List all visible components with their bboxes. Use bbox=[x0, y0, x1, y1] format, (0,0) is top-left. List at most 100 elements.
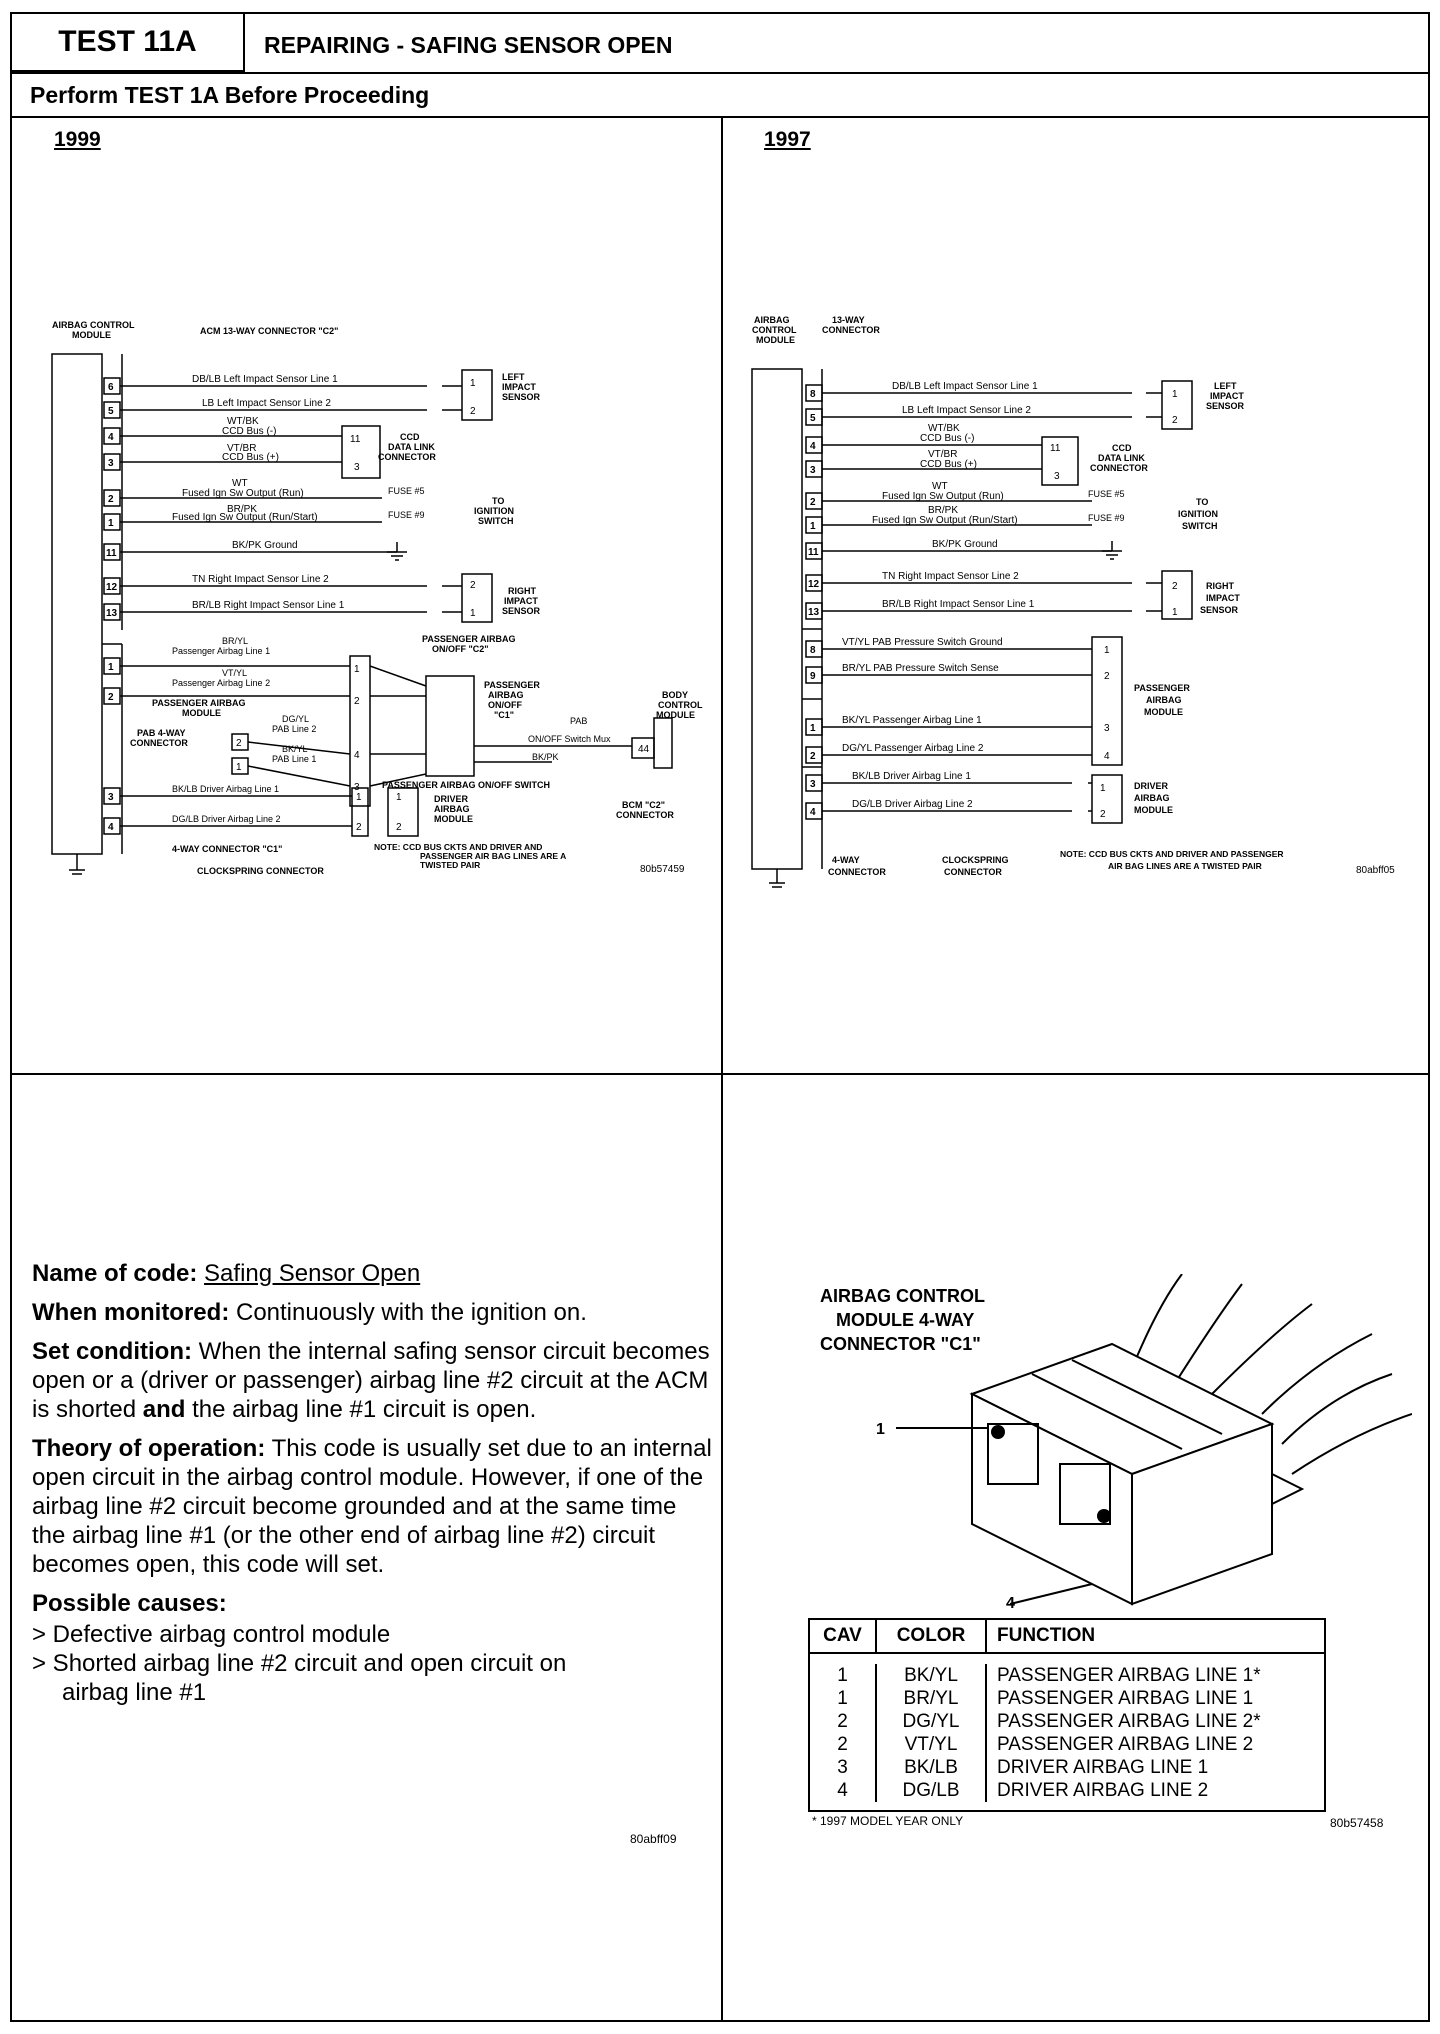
svg-text:1: 1 bbox=[108, 662, 114, 673]
year-1997-label: 1997 bbox=[764, 128, 811, 151]
svg-text:2: 2 bbox=[1172, 581, 1178, 592]
svg-text:5: 5 bbox=[108, 406, 114, 417]
table-cell: PASSENGER AIRBAG LINE 2 bbox=[997, 1734, 1254, 1755]
ccd-label: DATA LINK bbox=[1098, 453, 1145, 463]
right-sensor-label: IMPACT bbox=[504, 596, 538, 606]
svg-text:3: 3 bbox=[354, 462, 360, 473]
wire-label: PAB Line 1 bbox=[272, 754, 316, 764]
cause-item: > Shorted airbag line #2 circuit and ope… bbox=[32, 1650, 567, 1677]
cavity-table: CAV COLOR FUNCTION 1 1 2 2 3 4 BK/YL BR/… bbox=[808, 1618, 1326, 1812]
fuse-label: FUSE #5 bbox=[1088, 489, 1125, 499]
wire-label: PAB Line 2 bbox=[272, 724, 316, 734]
set-condition-and: and bbox=[142, 1396, 186, 1423]
acm-label: MODULE bbox=[756, 335, 795, 345]
c4-connector-label: CONNECTOR bbox=[828, 867, 886, 877]
year-1999-label: 1999 bbox=[54, 128, 101, 151]
pab-connector-label: CONNECTOR bbox=[130, 738, 188, 748]
connector-title: MODULE 4-WAY bbox=[836, 1310, 974, 1330]
wire-label: CCD Bus (+) bbox=[920, 459, 977, 470]
svg-text:4: 4 bbox=[108, 432, 114, 443]
connector-title: AIRBAG CONTROL bbox=[820, 1286, 985, 1306]
table-cell: PASSENGER AIRBAG LINE 1 bbox=[997, 1688, 1254, 1709]
right-sensor-label: SENSOR bbox=[1200, 605, 1239, 615]
table-cell: BR/YL bbox=[903, 1688, 959, 1709]
wire-label: DG/YL Passenger Airbag Line 2 bbox=[842, 743, 984, 754]
divider bbox=[12, 116, 1428, 118]
ccd-label: CCD bbox=[400, 432, 420, 442]
svg-text:1: 1 bbox=[108, 518, 114, 529]
driver-module-label: MODULE bbox=[434, 814, 473, 824]
svg-text:1: 1 bbox=[470, 378, 476, 389]
right-sensor-label: IMPACT bbox=[1206, 593, 1240, 603]
svg-text:44: 44 bbox=[638, 744, 650, 755]
table-cell: PASSENGER AIRBAG LINE 1* bbox=[997, 1665, 1261, 1686]
svg-text:2: 2 bbox=[470, 580, 476, 591]
right-sensor-label: RIGHT bbox=[508, 586, 537, 596]
wire-label: BK/LB Driver Airbag Line 1 bbox=[172, 784, 279, 794]
theory-value: This code is usually set due to an inter… bbox=[32, 1435, 712, 1578]
left-sensor-label: LEFT bbox=[1214, 381, 1237, 391]
svg-text:11: 11 bbox=[808, 547, 819, 558]
theory-label: Theory of operation: bbox=[32, 1435, 266, 1462]
svg-text:11: 11 bbox=[106, 548, 117, 559]
svg-text:2: 2 bbox=[1104, 671, 1110, 682]
acm-label: AIRBAG CONTROL bbox=[52, 320, 135, 330]
svg-text:2: 2 bbox=[1172, 415, 1178, 426]
pab-connector-label: PAB 4-WAY bbox=[137, 728, 186, 738]
pab-switch-label: PASSENGER AIRBAG ON/OFF SWITCH bbox=[382, 780, 550, 790]
wire-label: Passenger Airbag Line 2 bbox=[172, 678, 270, 688]
wire-label: WT/BK bbox=[227, 416, 259, 427]
wire-label: VT/BR bbox=[928, 449, 957, 460]
ignition-label: IGNITION bbox=[474, 506, 514, 516]
wire-label: WT/BK bbox=[928, 423, 960, 434]
svg-text:1: 1 bbox=[1100, 783, 1106, 794]
table-cell: BK/LB bbox=[904, 1757, 958, 1778]
figure-id: 80b57458 bbox=[1330, 1816, 1384, 1830]
acm-label: AIRBAG bbox=[754, 315, 790, 325]
svg-text:2: 2 bbox=[236, 738, 242, 749]
svg-text:2: 2 bbox=[108, 692, 114, 703]
wire-label: DG/YL bbox=[282, 714, 309, 724]
svg-text:1: 1 bbox=[356, 792, 362, 803]
svg-text:13: 13 bbox=[808, 607, 820, 618]
code-name: Safing Sensor Open bbox=[204, 1260, 421, 1287]
document-page: TEST 11A REPAIRING - SAFING SENSOR OPEN … bbox=[10, 12, 1430, 2022]
set-condition-value: the airbag line #1 circuit is open. bbox=[192, 1396, 537, 1423]
svg-text:13: 13 bbox=[106, 608, 118, 619]
set-condition-value: When the internal safing sensor circuit … bbox=[32, 1338, 710, 1423]
wire-label: BK/YL bbox=[282, 744, 308, 754]
figure-id: 80abff05 bbox=[1356, 865, 1395, 876]
function-column: PASSENGER AIRBAG LINE 1* PASSENGER AIRBA… bbox=[987, 1664, 1324, 1802]
c4-connector-label: 4-WAY bbox=[832, 855, 860, 865]
table-cell: DRIVER AIRBAG LINE 2 bbox=[997, 1780, 1209, 1801]
wire-label: BK/PK Ground bbox=[932, 539, 998, 550]
driver-module-label: DRIVER bbox=[1134, 781, 1169, 791]
table-cell: 1 bbox=[837, 1665, 848, 1686]
pab-switch-label: PASSENGER bbox=[484, 680, 540, 690]
svg-text:2: 2 bbox=[354, 696, 360, 707]
ignition-label: SWITCH bbox=[478, 516, 514, 526]
cause-item: > Defective airbag control module bbox=[32, 1621, 391, 1648]
figure-id: 80abff09 bbox=[630, 1832, 677, 1846]
note-text: PASSENGER AIR BAG LINES ARE A bbox=[420, 851, 566, 861]
svg-text:2: 2 bbox=[356, 822, 362, 833]
table-cell: DG/LB bbox=[902, 1780, 960, 1801]
table-footnote: * 1997 MODEL YEAR ONLY bbox=[812, 1814, 964, 1828]
code-description: Name of code: Safing Sensor Open When mo… bbox=[32, 1259, 712, 1707]
svg-text:9: 9 bbox=[810, 671, 816, 682]
connector-title: CONNECTOR "C1" bbox=[820, 1334, 981, 1354]
left-sensor-label: IMPACT bbox=[502, 382, 536, 392]
wire-label: TN Right Impact Sensor Line 2 bbox=[192, 574, 329, 585]
column-header: FUNCTION bbox=[997, 1625, 1096, 1646]
table-cell: DRIVER AIRBAG LINE 1 bbox=[997, 1757, 1209, 1778]
pab-switch-label: ON/OFF bbox=[488, 700, 522, 710]
svg-text:12: 12 bbox=[106, 582, 118, 593]
svg-text:3: 3 bbox=[108, 792, 114, 803]
wire-label: Fused Ign Sw Output (Run/Start) bbox=[172, 512, 318, 523]
ccd-label: CONNECTOR bbox=[1090, 463, 1148, 473]
wire-label: BR/PK bbox=[928, 505, 958, 516]
wire-label: CCD Bus (-) bbox=[222, 426, 276, 437]
column-header: CAV bbox=[810, 1620, 877, 1652]
bcm-label: BODY bbox=[662, 690, 688, 700]
svg-text:4: 4 bbox=[1104, 751, 1110, 762]
